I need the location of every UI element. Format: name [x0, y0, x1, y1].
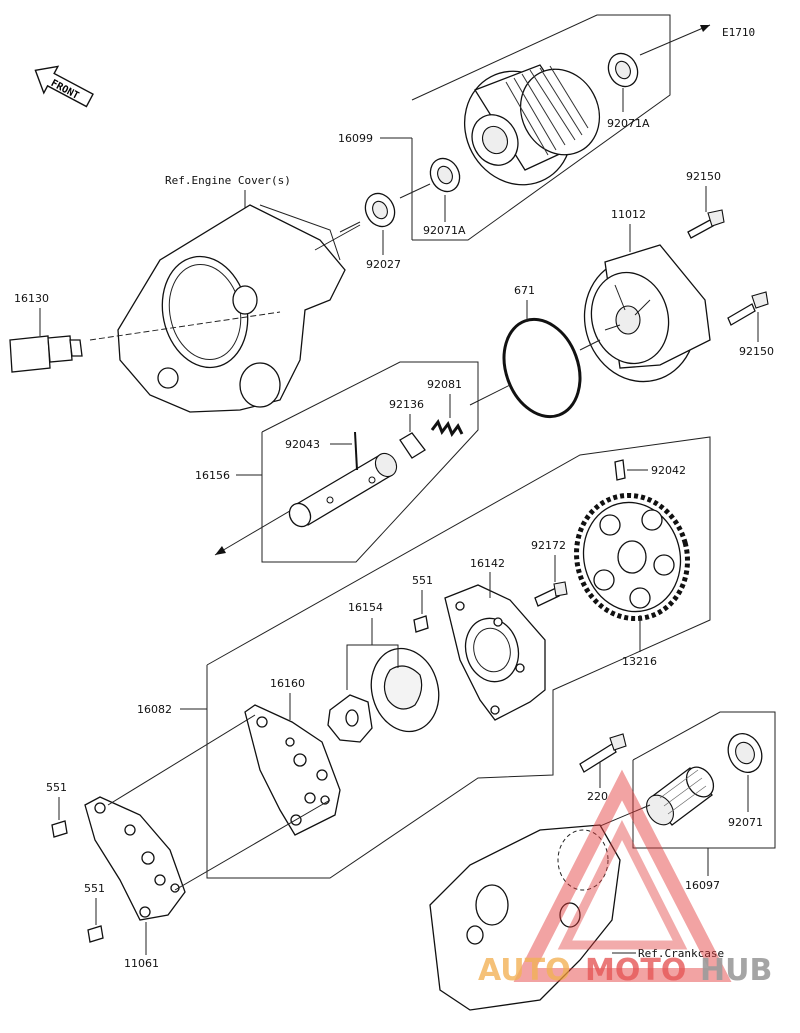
diagram-code: E1710 [722, 26, 755, 39]
crankcase-outline [429, 824, 621, 1011]
label-16156: 16156 [195, 469, 230, 482]
label-92150-right: 92150 [739, 345, 774, 358]
label-16082: 16082 [137, 703, 172, 716]
gasket-11061 [84, 796, 186, 921]
label-551-left: 551 [46, 781, 67, 794]
pump-housing-16142 [444, 584, 546, 721]
label-92136: 92136 [389, 398, 424, 411]
plate-16160 [244, 704, 341, 836]
o-ring-92071A-top [607, 52, 639, 88]
dowel-551-mid [413, 615, 429, 633]
watermark-auto: AUTO [478, 953, 571, 988]
label-16130: 16130 [14, 292, 49, 305]
relief-valve-group [214, 361, 479, 563]
oil-filter-group [339, 14, 711, 255]
label-16154: 16154 [348, 601, 383, 614]
label-16142: 16142 [470, 557, 505, 570]
engine-cover-outline [89, 204, 346, 413]
pump-cover-11012 [583, 244, 711, 383]
bolt-220 [579, 733, 627, 773]
label-220: 220 [587, 790, 608, 803]
o-ring-671 [502, 317, 582, 419]
bolt-92150-top [687, 209, 725, 239]
pin-92042 [614, 459, 626, 481]
o-ring-92071A-bottom [429, 157, 461, 193]
strainer-group [632, 711, 776, 849]
oil-filter-16099 [463, 64, 601, 186]
label-92172: 92172 [531, 539, 566, 552]
bolt-92150-right [727, 291, 769, 326]
label-92071A-bottom: 92071A [423, 224, 466, 237]
relief-valve-body-16156 [288, 452, 398, 528]
label-551-bottom: 551 [84, 882, 105, 895]
oil-pump-group [206, 436, 711, 879]
label-92071: 92071 [728, 816, 763, 829]
label-16160: 16160 [270, 677, 305, 690]
label-551-mid: 551 [412, 574, 433, 587]
rotor-outer-16154 [370, 647, 440, 733]
label-92027: 92027 [366, 258, 401, 271]
pin-92043 [354, 431, 358, 471]
label-16099: 16099 [338, 132, 373, 145]
label-11012: 11012 [611, 208, 646, 221]
watermark-logo: AUTO MOTO HUB [478, 769, 772, 988]
watermark-hub: HUB [700, 953, 772, 988]
label-11061: 11061 [124, 957, 159, 970]
dowel-551-bottom [87, 925, 104, 943]
label-92042: 92042 [651, 464, 686, 477]
o-ring-92027 [364, 192, 396, 228]
dowel-551-left [51, 820, 68, 838]
plunger-92136 [399, 432, 426, 459]
strainer-16097 [646, 766, 715, 826]
label-671: 671 [514, 284, 535, 297]
rotor-inner-16154 [327, 694, 373, 743]
bolt-92172 [534, 581, 568, 607]
label-16097: 16097 [685, 879, 720, 892]
o-ring-92071 [727, 733, 763, 773]
watermark-moto: MOTO [585, 953, 686, 988]
label-92071A-top: 92071A [607, 117, 650, 130]
label-92150-top: 92150 [686, 170, 721, 183]
label-13216: 13216 [622, 655, 657, 668]
ref-engine-cover: Ref.Engine Cover(s) [165, 174, 291, 187]
gear-13216 [574, 492, 690, 622]
front-arrow-icon: FRONT [34, 65, 94, 108]
ref-crankcase: Ref.Crankcase [638, 947, 724, 960]
plug-16130 [9, 335, 83, 373]
label-92081: 92081 [427, 378, 462, 391]
spring-92081 [430, 418, 464, 438]
label-92043: 92043 [285, 438, 320, 451]
